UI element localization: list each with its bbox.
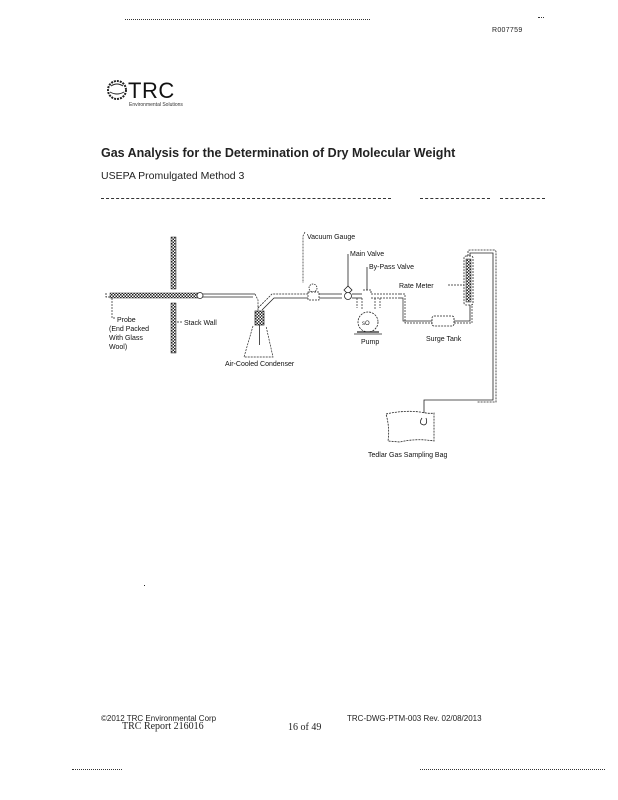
scan-artifact-dot (144, 585, 145, 586)
scan-artifact-top-right (538, 17, 544, 18)
label-surge-tank: Surge Tank (426, 336, 462, 343)
label-vacuum-gauge: Vacuum Gauge (307, 234, 355, 241)
footer-report-number: TRC Report 216016 (122, 721, 204, 732)
logo-tagline: Environmental Solutions (129, 102, 183, 108)
document-title: Gas Analysis for the Determination of Dr… (101, 146, 456, 160)
divider-rule (101, 198, 391, 199)
bypass-valve (352, 267, 400, 299)
svg-text:sO: sO (362, 321, 370, 327)
rate-meter (448, 255, 474, 306)
scan-artifact-bottom-right (420, 769, 605, 770)
stack-wall-lower (170, 302, 177, 354)
logo-wordmark: TRC (128, 78, 175, 103)
surge-tank (431, 305, 473, 327)
label-rate-meter: Rate Meter (399, 283, 434, 290)
document-id: R007759 (492, 27, 523, 34)
scan-artifact-bottom-left (72, 769, 122, 770)
label-probe: (End Packed (109, 326, 149, 333)
label-stack-wall: Stack Wall (184, 320, 217, 327)
document-subtitle: USEPA Promulgated Method 3 (101, 170, 245, 182)
air-cooled-condenser (243, 293, 312, 358)
label-probe: Probe (117, 317, 136, 324)
label-probe: With Glass (109, 335, 143, 342)
label-pump: Pump (361, 339, 379, 346)
scan-artifact-top (125, 19, 370, 20)
label-bypass-valve: By-Pass Valve (369, 264, 414, 271)
footer-copyright: ©2012 TRC Environmental Corp (101, 714, 217, 723)
label-main-valve: Main Valve (350, 251, 384, 258)
tedlar-sampling-bag (385, 410, 435, 443)
logo-globe-icon (107, 80, 127, 100)
footer-page-number: 16 of 49 (288, 722, 322, 733)
label-sampling-bag: Tedlar Gas Sampling Bag (368, 452, 447, 459)
main-valve (319, 254, 353, 300)
pump: sO (354, 298, 382, 335)
vacuum-gauge (302, 231, 320, 301)
stack-wall-upper (170, 236, 177, 290)
divider-rule (420, 198, 490, 199)
divider-rule (500, 198, 545, 199)
trc-logo: TRC Environmental Solutions (106, 76, 206, 112)
label-condenser: Air-Cooled Condenser (225, 361, 295, 368)
footer-document-revision: TRC-DWG-PTM-003 Rev. 02/08/2013 (347, 714, 482, 723)
probe (105, 292, 255, 319)
label-probe: Wool) (109, 344, 127, 351)
